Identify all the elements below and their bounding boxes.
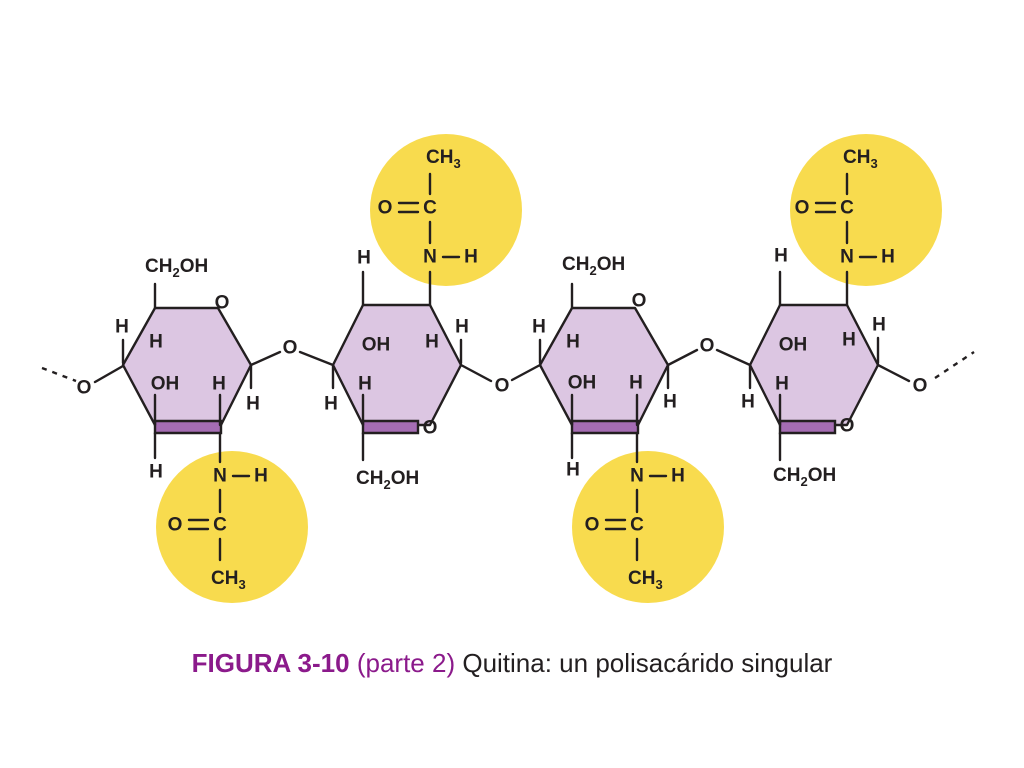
carbonyl-oxygen: O [585, 515, 600, 536]
acetyl-group-circle [790, 134, 942, 286]
hydrogen-label: H [842, 330, 856, 351]
hydrogen-label: H [357, 248, 371, 269]
bond-line [459, 363, 493, 383]
acetyl-group-circle [370, 134, 522, 286]
glycosidic-oxygen: O [700, 336, 715, 357]
nitrogen-label: N [840, 247, 854, 268]
hydrogen-label: H [872, 315, 886, 336]
carbonyl-oxygen: O [168, 515, 183, 536]
sugar-ring [331, 303, 463, 427]
glycosidic-oxygen: O [77, 378, 92, 399]
hydrogen-label: H [671, 466, 685, 487]
methyl-group: CH3 [843, 147, 878, 171]
caption-part: (parte 2) [356, 648, 456, 678]
caption-figure-number: FIGURA 3-10 [191, 648, 350, 678]
ch2oh-group: CH2OH [562, 254, 625, 278]
nitrogen-label: N [213, 466, 227, 487]
ring-oxygen: O [423, 418, 438, 439]
bond-line [666, 348, 699, 367]
nitrogen-label: N [630, 466, 644, 487]
acetyl-group-circle [572, 451, 724, 603]
ring-front-edge [778, 419, 837, 435]
carbonyl-oxygen: O [378, 198, 393, 219]
ring-front-edge [570, 419, 640, 435]
carbon-label: C [630, 515, 644, 536]
figure-caption: FIGURA 3-10 (parte 2) Quitina: un polisa… [0, 648, 1024, 679]
hydrogen-label: H [455, 317, 469, 338]
sugar-ring [748, 303, 880, 427]
bond-line [93, 364, 125, 384]
sugar-ring [538, 306, 670, 427]
caption-text: Quitina: un polisacárido singular [462, 648, 833, 678]
glycosidic-oxygen: O [283, 338, 298, 359]
acetyl-group-circle [156, 451, 308, 603]
hydrogen-label: H [358, 374, 372, 395]
hydroxyl-label: OH [568, 373, 597, 394]
carbon-label: C [840, 198, 854, 219]
ch2oh-group: CH2OH [145, 256, 208, 280]
hydrogen-label: H [774, 246, 788, 267]
ch2oh-group: CH2OH [773, 465, 836, 489]
ring-oxygen: O [632, 291, 647, 312]
methyl-group: CH3 [211, 568, 246, 592]
hydrogen-label: H [775, 374, 789, 395]
methyl-group: CH3 [628, 568, 663, 592]
ring-front-edge [361, 419, 420, 435]
hydroxyl-label: OH [779, 335, 808, 356]
sugar-ring [121, 306, 253, 427]
nitrogen-label: N [423, 247, 437, 268]
ring-oxygen: O [840, 416, 855, 437]
chain-continuation-right [934, 351, 975, 379]
hydrogen-label: H [115, 317, 129, 338]
hydrogen-label: H [464, 247, 478, 268]
ch2oh-group: CH2OH [356, 468, 419, 492]
carbonyl-oxygen: O [795, 198, 810, 219]
hydroxyl-label: OH [362, 335, 391, 356]
hydrogen-label: H [629, 373, 643, 394]
carbon-label: C [423, 198, 437, 219]
hydrogen-label: H [532, 317, 546, 338]
hydrogen-label: H [881, 247, 895, 268]
hydrogen-label: H [425, 332, 439, 353]
methyl-group: CH3 [426, 147, 461, 171]
bond-line [876, 363, 911, 383]
hydrogen-label: H [741, 392, 755, 413]
hydrogen-label: H [149, 332, 163, 353]
ring-oxygen: O [215, 293, 230, 314]
hydrogen-label: H [149, 462, 163, 483]
hydrogen-label: H [566, 460, 580, 481]
glycosidic-oxygen: O [495, 376, 510, 397]
glycosidic-oxygen: O [913, 376, 928, 397]
hydrogen-label: H [566, 332, 580, 353]
hydrogen-label: H [212, 374, 226, 395]
carbon-label: C [213, 515, 227, 536]
hydrogen-label: H [663, 392, 677, 413]
ring-front-edge [153, 419, 223, 435]
bond-line [715, 348, 752, 367]
hydrogen-label: H [324, 394, 338, 415]
hydrogen-label: H [254, 466, 268, 487]
hydroxyl-label: OH [151, 374, 180, 395]
bond-line [510, 363, 542, 382]
chain-continuation-left [41, 366, 77, 383]
bond-line [298, 350, 335, 367]
bond-line [249, 350, 282, 367]
hydrogen-label: H [246, 394, 260, 415]
